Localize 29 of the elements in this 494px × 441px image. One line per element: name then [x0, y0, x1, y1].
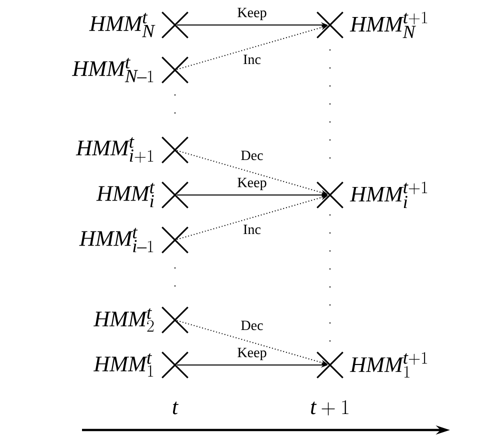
edge-label: Inc	[242, 224, 262, 235]
node-label: $HMM_{N-1}^t$	[72, 58, 154, 82]
edge-label: Dec	[240, 320, 264, 331]
cross-mark	[161, 11, 189, 39]
edge-label: Keep	[236, 347, 268, 361]
cross-mark	[161, 136, 189, 164]
node-label: $HMM_1^t$	[93, 353, 154, 377]
cross-mark	[161, 56, 189, 84]
node-label: $HMM_2^t$	[93, 308, 154, 332]
edge-label: Keep	[236, 7, 268, 21]
node-label: $HMM_1^{t+1}$	[350, 352, 428, 378]
cross-mark	[161, 306, 189, 334]
node-label: $HMM_i^{t+1}$	[350, 182, 428, 208]
edge-label: Dec	[240, 150, 264, 161]
cross-mark	[161, 181, 189, 209]
node-label: $HMM_{i-1}^t$	[79, 228, 154, 252]
cross-mark	[316, 351, 344, 379]
axis-label: $t+1$	[311, 400, 348, 416]
node-label: $HMM_i^t$	[96, 182, 155, 208]
edge-label: Keep	[236, 177, 268, 191]
node-label: $HMM_N^t$	[89, 12, 156, 38]
axis-label: $t$	[172, 402, 179, 414]
node-label: $HMM_{i+1}^t$	[76, 137, 154, 163]
cross-mark	[161, 351, 189, 379]
edge-label: Inc	[242, 54, 262, 65]
cross-mark	[316, 181, 344, 209]
cross-mark	[161, 226, 189, 254]
cross-mark	[316, 11, 344, 39]
node-label: $HMM_N^{t+1}$	[350, 12, 428, 38]
